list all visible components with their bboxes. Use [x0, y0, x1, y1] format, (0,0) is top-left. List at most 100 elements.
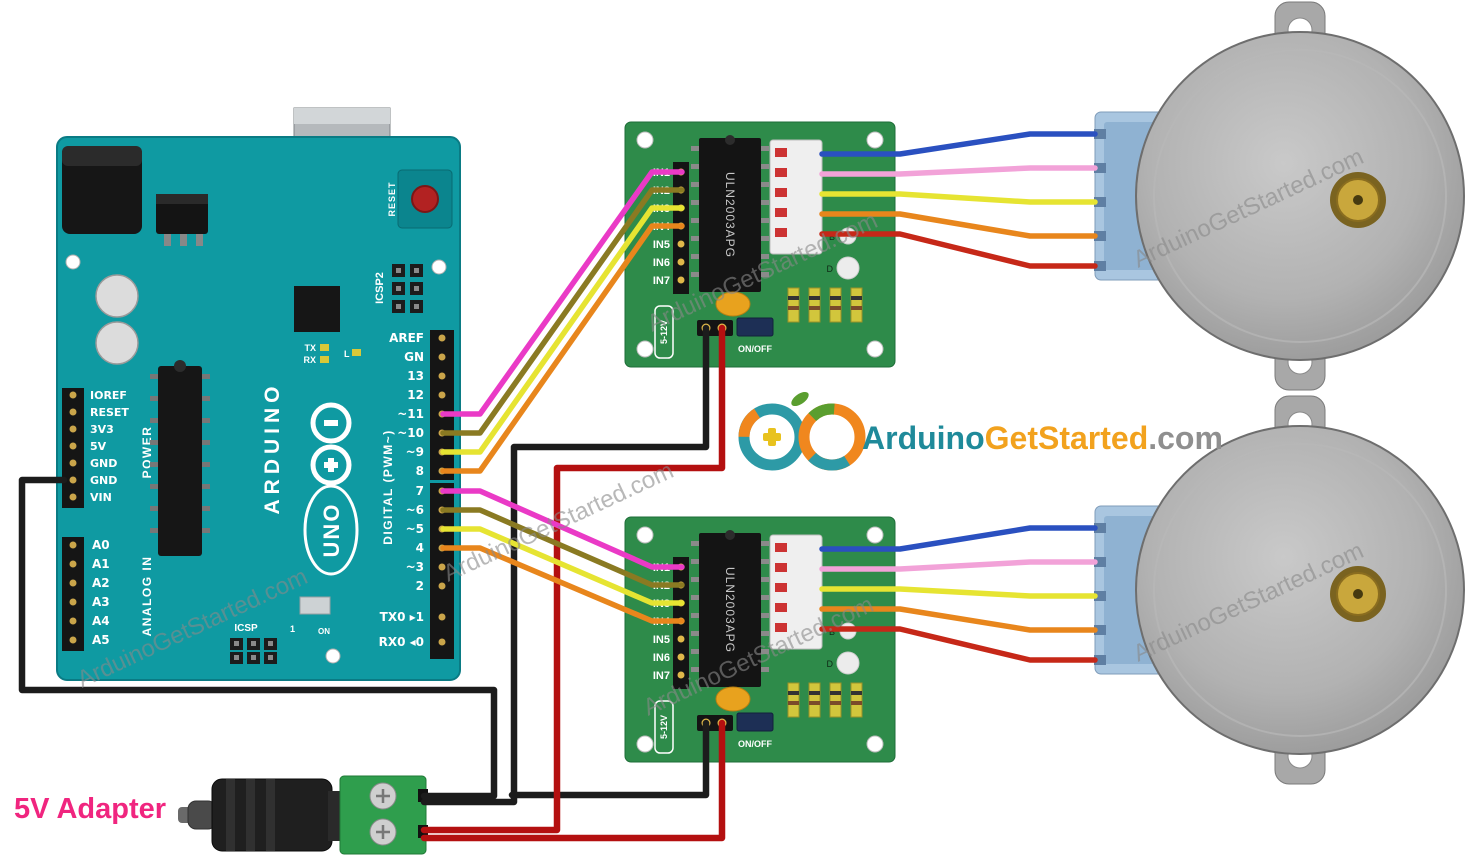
- wire-d5-in3-driver2: [440, 526, 685, 606]
- wire-motor2-orange: [819, 606, 1098, 633]
- pin-label: 2: [416, 579, 424, 593]
- pin-label: ~3: [406, 560, 424, 574]
- wire-d10-in2-driver1: [440, 187, 685, 436]
- mount-hole: [431, 259, 447, 275]
- pin-label: A3: [92, 595, 110, 609]
- pin-label: RESET: [90, 406, 129, 419]
- digital-pin-labels: AREF GN 13 12 ~11 ~10 ~9 8 7 ~6 ~5 4 ~3 …: [379, 331, 424, 649]
- pin-label: ~10: [397, 426, 424, 440]
- icsp2-label: ICSP2: [374, 272, 386, 304]
- uno-label: UNO: [319, 503, 344, 558]
- pin-label: ~11: [397, 407, 424, 421]
- voltage-regulator: [156, 194, 208, 246]
- wire-gnd-arduino-to-adapter: [18, 476, 498, 800]
- rx-label: RX: [303, 355, 316, 365]
- logo-wordmark: ArduinoGetStarted.com: [862, 420, 1223, 456]
- pin-label: GN: [404, 350, 424, 364]
- mount-hole: [65, 254, 81, 270]
- mount-hole: [325, 648, 341, 664]
- adapter-caption: 5V Adapter: [14, 793, 166, 825]
- site-logo: ArduinoGetStarted.com: [738, 391, 1223, 471]
- wire-motor1-red: [819, 231, 1098, 269]
- pin-label: 3V3: [90, 423, 114, 436]
- reset-button: RESET: [387, 169, 453, 229]
- power-header-label: POWER: [140, 426, 154, 479]
- icsp-label: ICSP: [234, 623, 258, 634]
- pin-label: 8: [416, 464, 424, 478]
- icsp2-header: ICSP2: [374, 264, 423, 313]
- power-header-pins: [69, 391, 77, 644]
- wire-motor1-pink: [819, 165, 1098, 177]
- pin-label: AREF: [389, 331, 424, 345]
- arduino-uno-board: RESET ICSP2 TX RX L: [56, 107, 461, 681]
- infinity-logo-icon: [738, 391, 866, 471]
- logo-part-com: .com: [1148, 420, 1223, 456]
- capacitor: [95, 321, 139, 365]
- wire-motor2-pink: [819, 559, 1098, 572]
- pin-label: IOREF: [90, 389, 127, 402]
- power-jack-top: [62, 146, 142, 166]
- plug-ridge: [266, 779, 275, 851]
- terminal-screw-plus: [369, 818, 397, 846]
- pin-label: ~6: [406, 503, 424, 517]
- pin-label: VIN: [90, 491, 112, 504]
- terminal-block: [339, 775, 427, 855]
- uno-badge: UNO: [303, 484, 359, 576]
- plug-collar: [328, 791, 340, 841]
- reset-button-cap: [411, 185, 439, 213]
- wire-d6-in2-driver2: [440, 507, 685, 588]
- logo-part-arduino: Arduino: [862, 420, 985, 456]
- wire-motor2-blue: [819, 525, 1098, 552]
- tx-label: TX: [304, 343, 316, 353]
- wire-motor1-blue: [819, 131, 1098, 157]
- pin-label: A5: [92, 633, 110, 647]
- wire-d8-in4-driver1: [440, 223, 685, 474]
- leaf-icon: [791, 391, 809, 407]
- wire-d11-in1-driver1: [440, 169, 685, 417]
- pin-label: A1: [92, 557, 110, 571]
- wire-motor2-yellow: [819, 586, 1098, 599]
- analog-header: [62, 537, 84, 651]
- tx-rx-leds: TX RX L: [303, 343, 361, 365]
- pin-label: TX0 ▸1: [380, 610, 424, 624]
- icsp-pin1-label: 1: [290, 624, 295, 634]
- capacitor: [95, 274, 139, 318]
- plug-ridge: [246, 779, 255, 851]
- pin-label: A0: [92, 538, 110, 552]
- pin-label: A4: [92, 614, 110, 628]
- power-adapter: [178, 775, 428, 855]
- logo-part-getstarted: GetStarted: [985, 420, 1149, 456]
- mcu-chip: [150, 360, 210, 556]
- usb-chip: [294, 286, 340, 332]
- pin-label: 12: [407, 388, 424, 402]
- pin-label: GND: [90, 474, 117, 487]
- resonator: [299, 596, 331, 615]
- analog-pin-labels: A0 A1 A2 A3 A4 A5: [92, 538, 110, 647]
- wire-motor1-orange: [819, 211, 1098, 239]
- terminal-screw-minus: [369, 782, 397, 810]
- arduino-pcb: [56, 136, 461, 681]
- arduino-brand-text: ARDUINO: [261, 382, 284, 515]
- wire-gnd-driver1-to-adapter: [420, 324, 710, 806]
- pin-label: GND: [90, 457, 117, 470]
- pin-label: ~5: [406, 522, 424, 536]
- pin-label: 5V: [90, 440, 107, 453]
- wire-gnd-driver2: [508, 719, 710, 799]
- driver-board-2: [624, 516, 896, 763]
- wire-d4-in4-driver2: [440, 545, 685, 624]
- analog-header-label: ANALOG IN: [140, 556, 154, 637]
- wire-vcc-driver2-to-adapter: [420, 719, 726, 842]
- wire-vcc-driver1-to-adapter: [420, 324, 726, 834]
- wire-motor1-yellow: [819, 191, 1098, 205]
- wire-d9-in3-driver1: [440, 205, 685, 455]
- pin-label: 7: [416, 484, 424, 498]
- wire-d7-in1-driver2: [440, 488, 685, 570]
- usb-connector-top: [294, 108, 390, 124]
- wire-motor2-red: [819, 626, 1098, 663]
- pin-label: ~9: [406, 445, 424, 459]
- pin-label: A2: [92, 576, 110, 590]
- power-jack: [62, 146, 142, 234]
- reset-label: RESET: [387, 181, 397, 216]
